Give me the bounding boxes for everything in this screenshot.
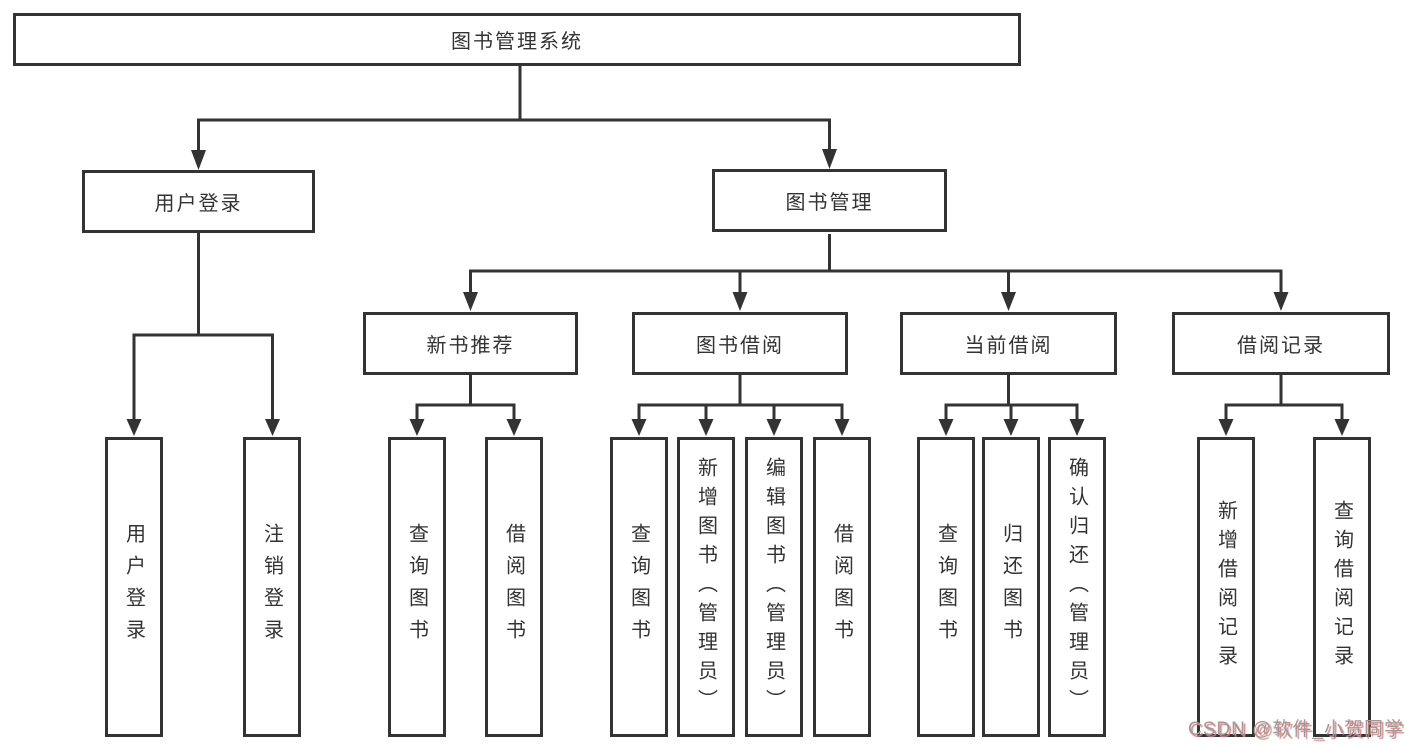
leaf-label: 借阅图书 — [830, 523, 853, 651]
leaf-add-book-admin: 新增图书（管理员） — [677, 437, 735, 737]
leaf-confirm-return-admin: 确认归还（管理员） — [1048, 437, 1106, 737]
leaf-add-borrow-record: 新增借阅记录 — [1197, 437, 1255, 737]
node-borrow-record-label: 借阅记录 — [1237, 335, 1325, 357]
node-new-book-recommend: 新书推荐 — [363, 312, 578, 375]
node-user-login-label: 用户登录 — [154, 193, 243, 215]
leaf-label: 确认归还（管理员） — [1065, 456, 1088, 718]
leaf-label: 查询图书 — [405, 523, 428, 651]
leaf-borrow-book: 借阅图书 — [813, 437, 871, 737]
leaf-label: 查询借阅记录 — [1330, 500, 1353, 674]
leaf-label: 注销登录 — [260, 523, 283, 651]
leaf-query-book-borrow: 查询图书 — [610, 437, 668, 737]
leaf-user-login: 用户登录 — [105, 437, 163, 737]
leaf-label: 借阅图书 — [502, 523, 525, 651]
leaf-query-borrow-record: 查询借阅记录 — [1313, 437, 1371, 737]
leaf-label: 编辑图书（管理员） — [762, 456, 785, 718]
node-root-label: 图书管理系统 — [451, 31, 583, 53]
leaf-borrow-book-recommend: 借阅图书 — [485, 437, 543, 737]
leaf-edit-book-admin: 编辑图书（管理员） — [745, 437, 803, 737]
leaf-label: 新增图书（管理员） — [694, 456, 717, 718]
leaf-label: 查询图书 — [934, 523, 957, 651]
leaf-query-book-current: 查询图书 — [917, 437, 975, 737]
node-user-login: 用户登录 — [82, 170, 315, 233]
node-current-borrow-label: 当前借阅 — [964, 335, 1053, 357]
node-book-management: 图书管理 — [712, 169, 947, 232]
leaf-label: 用户登录 — [122, 523, 145, 651]
node-book-management-label: 图书管理 — [785, 192, 874, 214]
csdn-watermark: CSDN @软件_小贺同学 — [1188, 719, 1404, 740]
node-new-book-recommend-label: 新书推荐 — [426, 335, 515, 357]
node-borrow-record: 借阅记录 — [1172, 312, 1390, 375]
node-root: 图书管理系统 — [13, 13, 1021, 66]
node-book-borrow-label: 图书借阅 — [696, 335, 784, 357]
node-book-borrow: 图书借阅 — [632, 312, 848, 375]
leaf-query-book-recommend: 查询图书 — [388, 437, 446, 737]
leaf-label: 新增借阅记录 — [1214, 500, 1237, 674]
leaf-logout: 注销登录 — [243, 437, 301, 737]
node-current-borrow: 当前借阅 — [900, 312, 1117, 375]
leaf-label: 归还图书 — [999, 523, 1022, 651]
leaf-label: 查询图书 — [627, 523, 650, 651]
leaf-return-book: 归还图书 — [982, 437, 1040, 737]
